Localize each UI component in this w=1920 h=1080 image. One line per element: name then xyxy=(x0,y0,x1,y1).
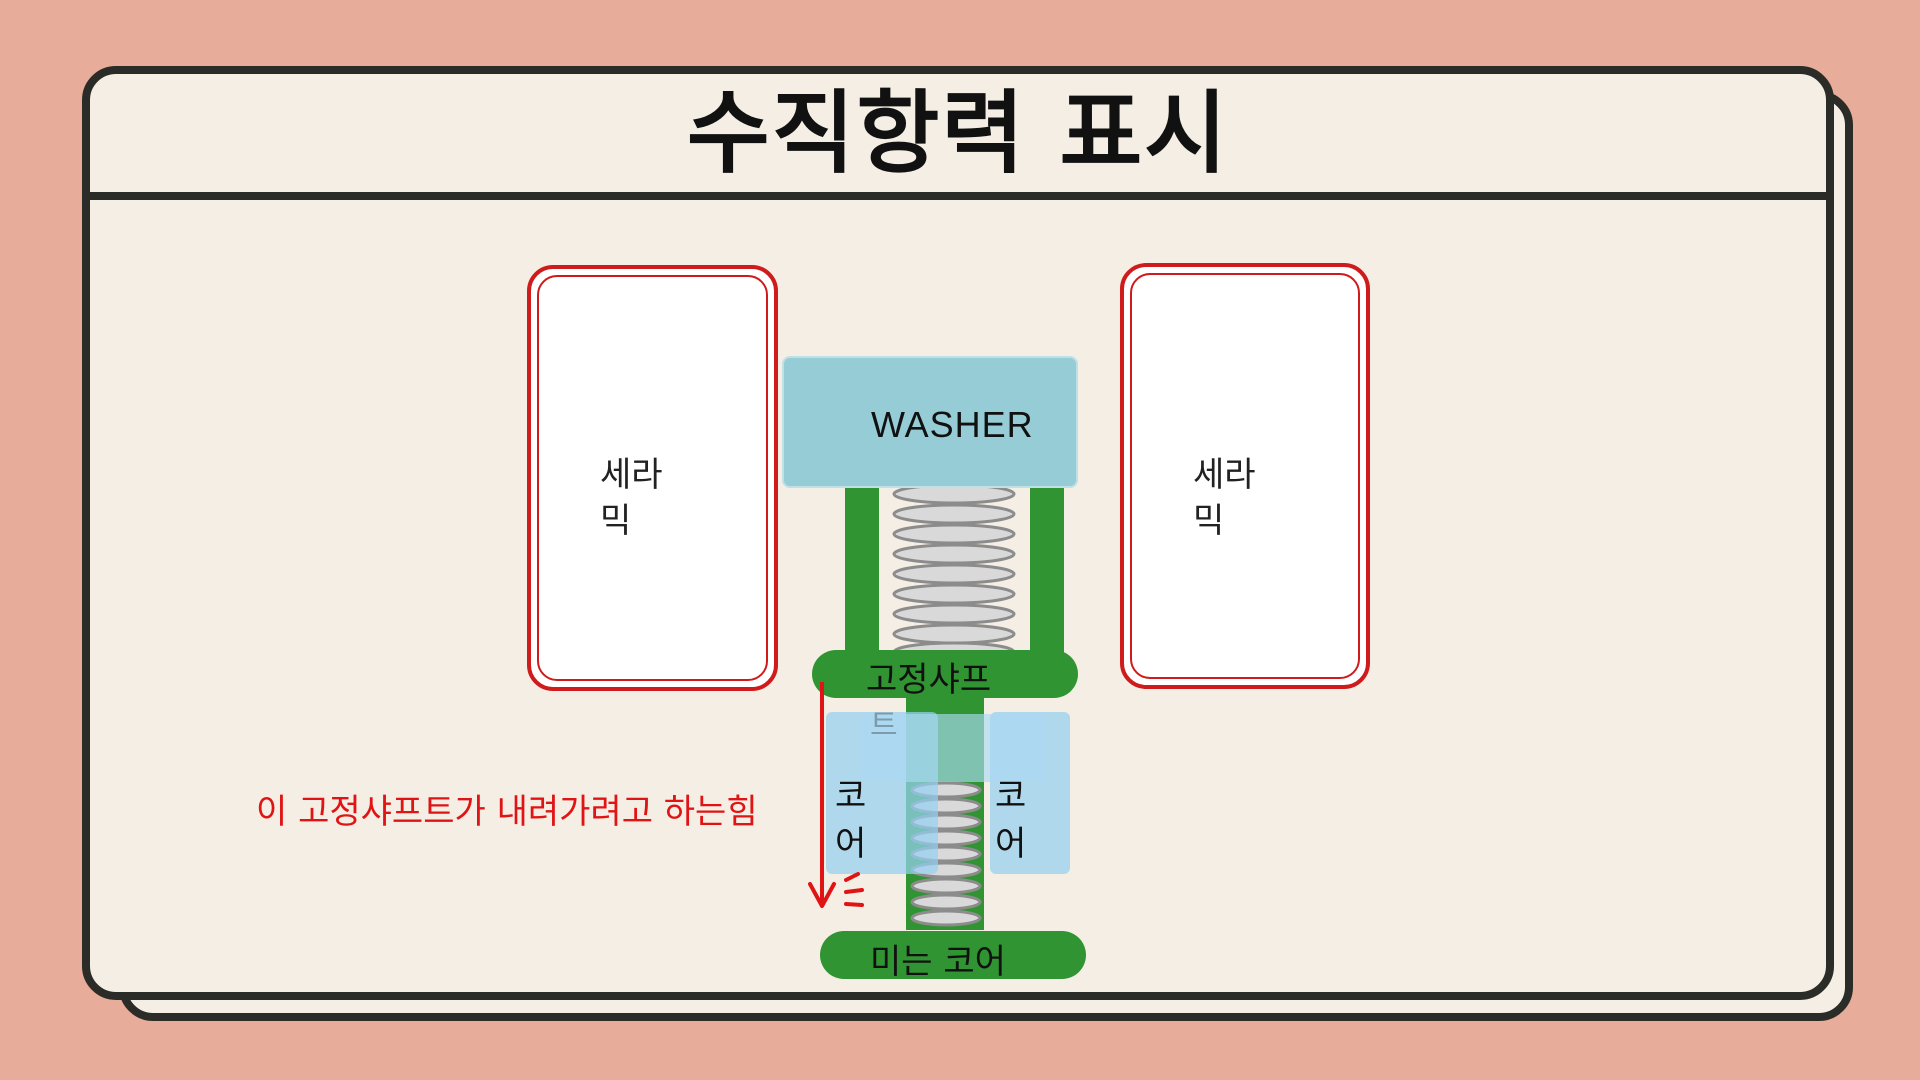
force-emphasis-marks xyxy=(844,872,864,907)
fixed-shaft-label: 고정샤프 xyxy=(866,660,992,700)
washer-block xyxy=(784,358,1076,486)
left-ceramic-block xyxy=(527,265,778,691)
right-green-post xyxy=(1030,484,1064,656)
fixed-shaft-pill xyxy=(812,650,1078,698)
right-core-label: 코 어 xyxy=(995,776,1027,864)
left-green-post xyxy=(845,484,879,656)
pushing-core-pill xyxy=(820,931,1086,979)
force-annotation: 이 고정샤프트가 내려가려고 하는힘 xyxy=(256,792,758,832)
washer-label: WASHER xyxy=(871,404,1034,445)
force-arrow-head xyxy=(808,882,836,908)
right-ceramic-label: 세라 믹 xyxy=(1193,455,1256,541)
left-ceramic-label: 세라 믹 xyxy=(600,455,663,541)
right-ceramic-inner-border xyxy=(1130,273,1360,679)
shaft-overflow-strip xyxy=(862,714,1046,782)
left-ceramic-inner-border xyxy=(537,275,768,681)
shaft-overflow-char: 트 xyxy=(870,708,898,743)
pushing-core-label: 미는 코어 xyxy=(870,942,1006,982)
card-header: 수직항력 표시 xyxy=(90,74,1826,200)
right-ceramic-block xyxy=(1120,263,1370,689)
left-core-label: 코 어 xyxy=(835,776,867,864)
page-title: 수직항력 표시 xyxy=(686,81,1230,186)
